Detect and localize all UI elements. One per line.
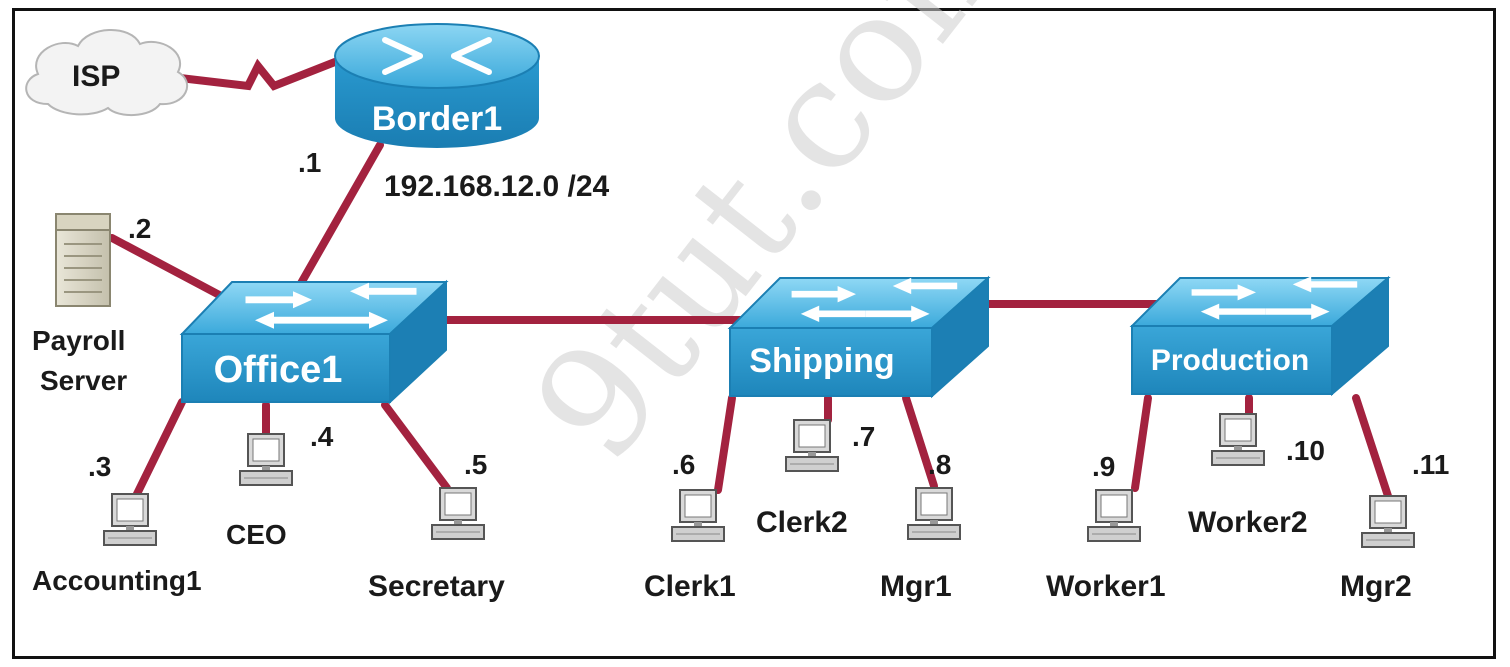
link-mgr2 bbox=[1352, 394, 1392, 500]
office1-label: Office1 bbox=[214, 349, 343, 391]
host-label-worker2: Worker2 bbox=[1188, 506, 1308, 539]
address-worker2: .10 bbox=[1286, 435, 1325, 466]
address-ceo: .4 bbox=[310, 421, 334, 452]
address-clerk2: .7 bbox=[852, 421, 875, 452]
link-mgr1 bbox=[902, 394, 938, 490]
address-mgr2: .11 bbox=[1412, 449, 1449, 480]
watermark-text: 9tut.com bbox=[501, 0, 1055, 492]
link-border1-office1 bbox=[296, 141, 384, 289]
payroll-label-line1: Payroll bbox=[32, 325, 125, 356]
address-payroll: .2 bbox=[128, 213, 151, 244]
payroll-server[interactable]: Payroll Server bbox=[32, 213, 127, 396]
pc-icon bbox=[1211, 413, 1265, 466]
switch-icon bbox=[1129, 275, 1391, 397]
address-clerk1: .6 bbox=[672, 449, 695, 480]
pc-icon bbox=[1361, 495, 1415, 548]
shipping-label: Shipping bbox=[749, 342, 894, 380]
host-ceo[interactable]: CEO bbox=[226, 433, 293, 550]
host-label-ceo: CEO bbox=[226, 519, 287, 550]
router-icon bbox=[334, 23, 540, 148]
switch-icon bbox=[179, 279, 449, 405]
host-mgr2[interactable]: Mgr2 bbox=[1340, 495, 1415, 603]
router-border1[interactable]: Border1 bbox=[334, 23, 540, 148]
host-label-worker1: Worker1 bbox=[1046, 570, 1166, 603]
link-payroll-office1 bbox=[108, 234, 229, 302]
host-label-clerk2: Clerk2 bbox=[756, 506, 848, 539]
address-secretary: .5 bbox=[464, 449, 487, 480]
network-label: 192.168.12.0 /24 bbox=[384, 170, 610, 203]
pc-icon bbox=[239, 433, 293, 486]
pc-icon bbox=[785, 419, 839, 472]
serial-link-isp-border1 bbox=[176, 56, 344, 91]
address-mgr1: .8 bbox=[928, 449, 951, 480]
address-accounting1: .3 bbox=[88, 451, 111, 482]
pc-icon bbox=[103, 493, 157, 546]
pc-icon bbox=[907, 487, 961, 540]
host-clerk1[interactable]: Clerk1 bbox=[644, 489, 736, 603]
link-secretary bbox=[381, 401, 451, 492]
isp-label: ISP bbox=[72, 60, 120, 93]
host-worker2[interactable]: Worker2 bbox=[1188, 413, 1308, 539]
switch-shipping[interactable]: Shipping bbox=[727, 275, 991, 399]
address-router: .1 bbox=[298, 147, 321, 178]
address-worker1: .9 bbox=[1092, 451, 1115, 482]
host-label-accounting1: Accounting1 bbox=[32, 565, 202, 596]
link-clerk1 bbox=[714, 394, 736, 494]
payroll-label-line2: Server bbox=[40, 365, 127, 396]
link-accounting bbox=[131, 398, 186, 502]
host-label-clerk1: Clerk1 bbox=[644, 570, 736, 603]
host-accounting1[interactable]: Accounting1 bbox=[32, 493, 202, 596]
server-icon bbox=[55, 213, 111, 307]
network-links bbox=[108, 56, 1392, 502]
production-label: Production bbox=[1151, 344, 1309, 377]
border1-label: Border1 bbox=[372, 100, 502, 138]
host-label-secretary: Secretary bbox=[368, 570, 505, 603]
cloud-icon bbox=[25, 29, 189, 116]
pc-icon bbox=[431, 487, 485, 540]
host-worker1[interactable]: Worker1 bbox=[1046, 489, 1166, 603]
host-label-mgr2: Mgr2 bbox=[1340, 570, 1412, 603]
isp-cloud[interactable]: ISP bbox=[25, 29, 189, 116]
host-secretary[interactable]: Secretary bbox=[368, 487, 505, 603]
switch-production[interactable]: Production bbox=[1129, 275, 1391, 397]
host-clerk2[interactable]: Clerk2 bbox=[756, 419, 848, 539]
switch-office1[interactable]: Office1 bbox=[179, 279, 449, 405]
pc-icon bbox=[1087, 489, 1141, 542]
switch-icon bbox=[727, 275, 991, 399]
link-worker1 bbox=[1131, 394, 1152, 492]
host-mgr1[interactable]: Mgr1 bbox=[880, 487, 961, 603]
pc-icon bbox=[671, 489, 725, 542]
host-label-mgr1: Mgr1 bbox=[880, 570, 952, 603]
